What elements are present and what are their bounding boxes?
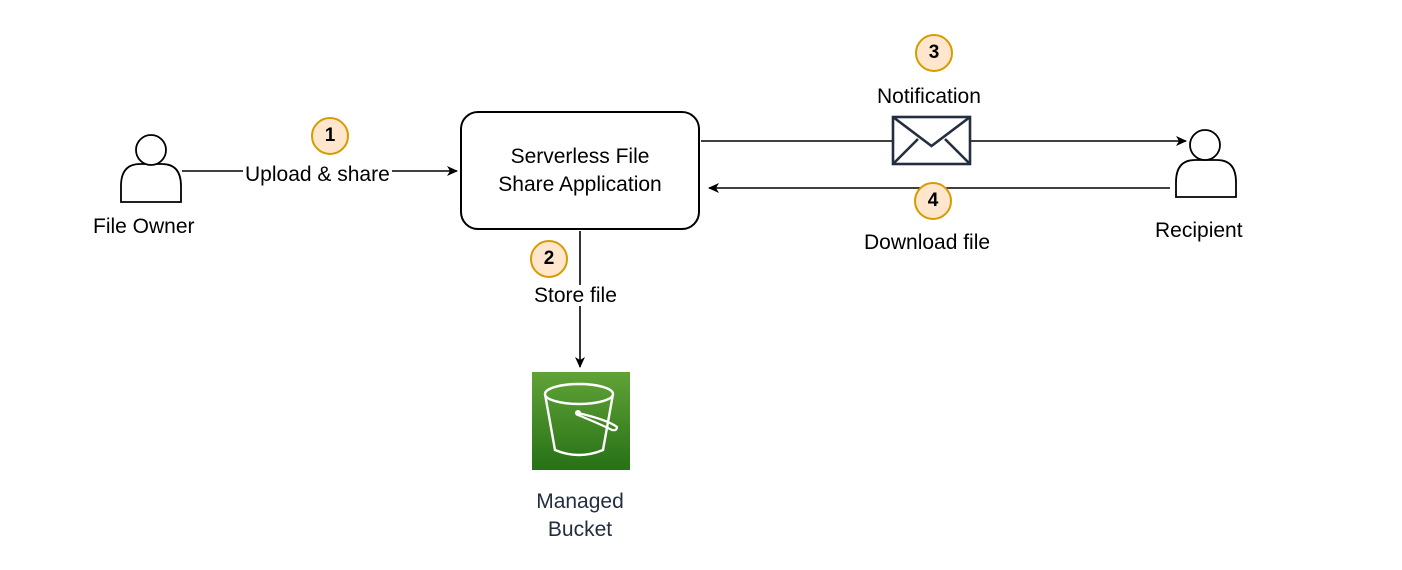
s3-bucket-icon (532, 372, 630, 470)
step-badge-2: 2 (530, 240, 568, 278)
user-icon (120, 134, 182, 203)
step-badge-1: 1 (311, 117, 349, 155)
envelope-icon (891, 115, 972, 166)
file-owner-label: File Owner (93, 215, 195, 238)
step-badge-3: 3 (915, 34, 953, 72)
store-file-label: Store file (532, 284, 619, 307)
step-badge-4: 4 (914, 182, 952, 220)
managed-bucket-label: Managed Bucket (536, 490, 624, 541)
recipient-label: Recipient (1155, 219, 1243, 242)
download-file-label: Download file (864, 231, 991, 254)
user-icon (1175, 129, 1237, 198)
upload-share-label: Upload & share (243, 163, 392, 186)
serverless-app-node: Serverless File Share Application (460, 111, 700, 230)
notification-label: Notification (877, 85, 981, 108)
serverless-app-label: Serverless File Share Application (498, 144, 662, 196)
